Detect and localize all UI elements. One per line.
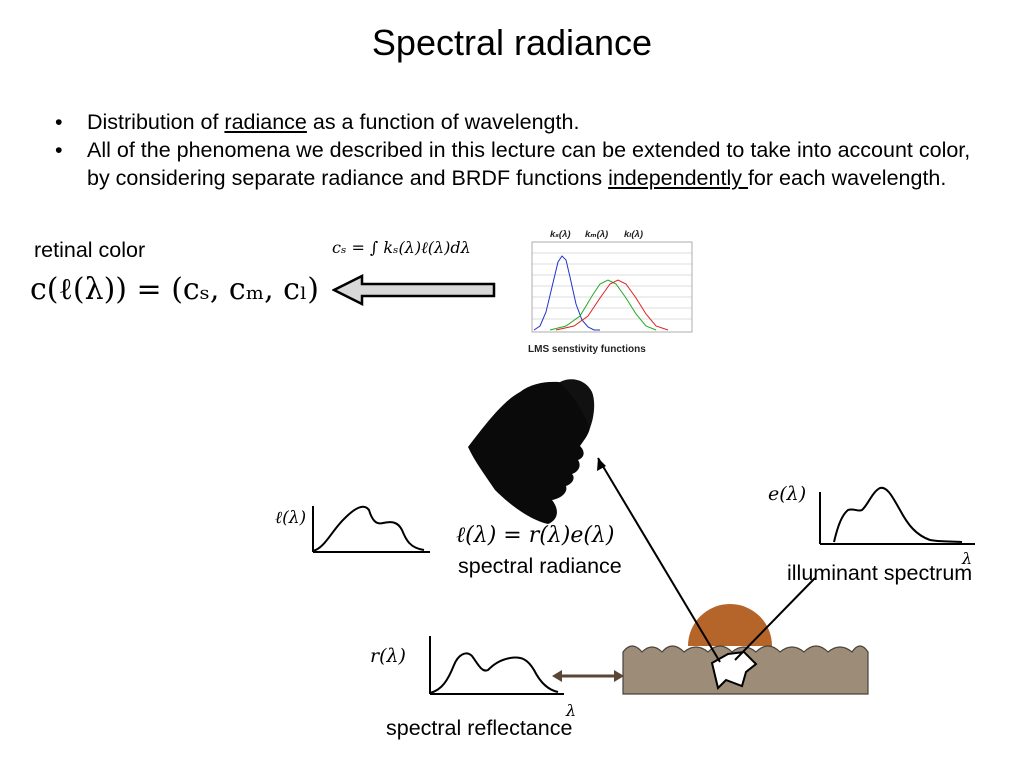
bullet-item: • Distribution of radiance as a function… — [55, 108, 995, 136]
retinal-color-label: retinal color — [34, 238, 146, 262]
radiance-axis-label: ℓ(λ) — [275, 508, 306, 528]
bullet-dot: • — [55, 110, 63, 134]
cone-response-integral: cₛ = ∫ kₛ(λ)ℓ(λ)dλ — [332, 238, 471, 257]
lms-legend-m: kₘ(λ) — [585, 229, 608, 240]
lms-plot-frame — [531, 241, 693, 333]
lms-legend-s: kₛ(λ) — [550, 229, 571, 240]
lms-plot: kₛ(λ) kₘ(λ) kₗ(λ) LMS senstivity functio… — [528, 229, 693, 355]
retinal-color-equation: c(ℓ(λ)) = (cₛ, cₘ, cₗ) — [30, 272, 319, 307]
double-arrow-icon — [552, 670, 624, 682]
lms-curve-s — [533, 255, 600, 331]
lms-curve-l — [555, 279, 669, 331]
illuminant-curve — [833, 486, 963, 543]
bullet-text: All of the phenomena we described in thi… — [87, 138, 971, 190]
illuminant-x-label: λ — [961, 549, 972, 568]
reflected-ray — [597, 457, 721, 663]
lms-curve-m — [549, 279, 657, 331]
bullet-text: for each wavelength. — [747, 166, 947, 190]
slide-title: Spectral radiance — [371, 22, 653, 63]
radiance-curve — [312, 505, 425, 552]
bullet-dot: • — [55, 138, 63, 162]
reflectance-caption: spectral reflectance — [386, 716, 573, 740]
ray-arrowhead — [597, 458, 606, 471]
arrow-shape — [332, 274, 496, 306]
surface-detail-inset — [710, 650, 758, 690]
illuminant-axis-label: e(λ) — [768, 483, 806, 505]
left-arrow-icon — [332, 274, 496, 306]
bullet-text: Distribution of — [87, 110, 225, 134]
reflectance-plot — [429, 636, 564, 695]
reflectance-x-label: λ — [565, 701, 576, 720]
bullet-list: • Distribution of radiance as a function… — [55, 108, 995, 192]
reflectance-axis-label: r(λ) — [370, 645, 406, 667]
light-source — [688, 604, 772, 646]
bullet-item: • All of the phenomena we described in t… — [55, 136, 995, 192]
lms-legend-l: kₗ(λ) — [624, 229, 643, 240]
underlined-term: independently — [608, 166, 748, 190]
incident-ray — [734, 577, 816, 661]
reflectance-curve — [429, 652, 559, 694]
illuminant-plot — [819, 486, 975, 545]
illuminant-caption: illuminant spectrum — [787, 561, 973, 585]
radiance-plot — [312, 505, 430, 553]
radiance-equation: ℓ(λ) = r(λ)e(λ) — [456, 523, 615, 548]
underlined-term: radiance — [224, 110, 307, 134]
head-silhouette-icon — [468, 379, 595, 524]
bullet-text: as a function of wavelength. — [306, 110, 580, 134]
radiance-caption: spectral radiance — [458, 554, 622, 578]
lms-caption: LMS senstivity functions — [528, 344, 646, 355]
lms-figure: kₛ(λ) kₘ(λ) kₗ(λ) LMS senstivity functio… — [500, 222, 700, 360]
